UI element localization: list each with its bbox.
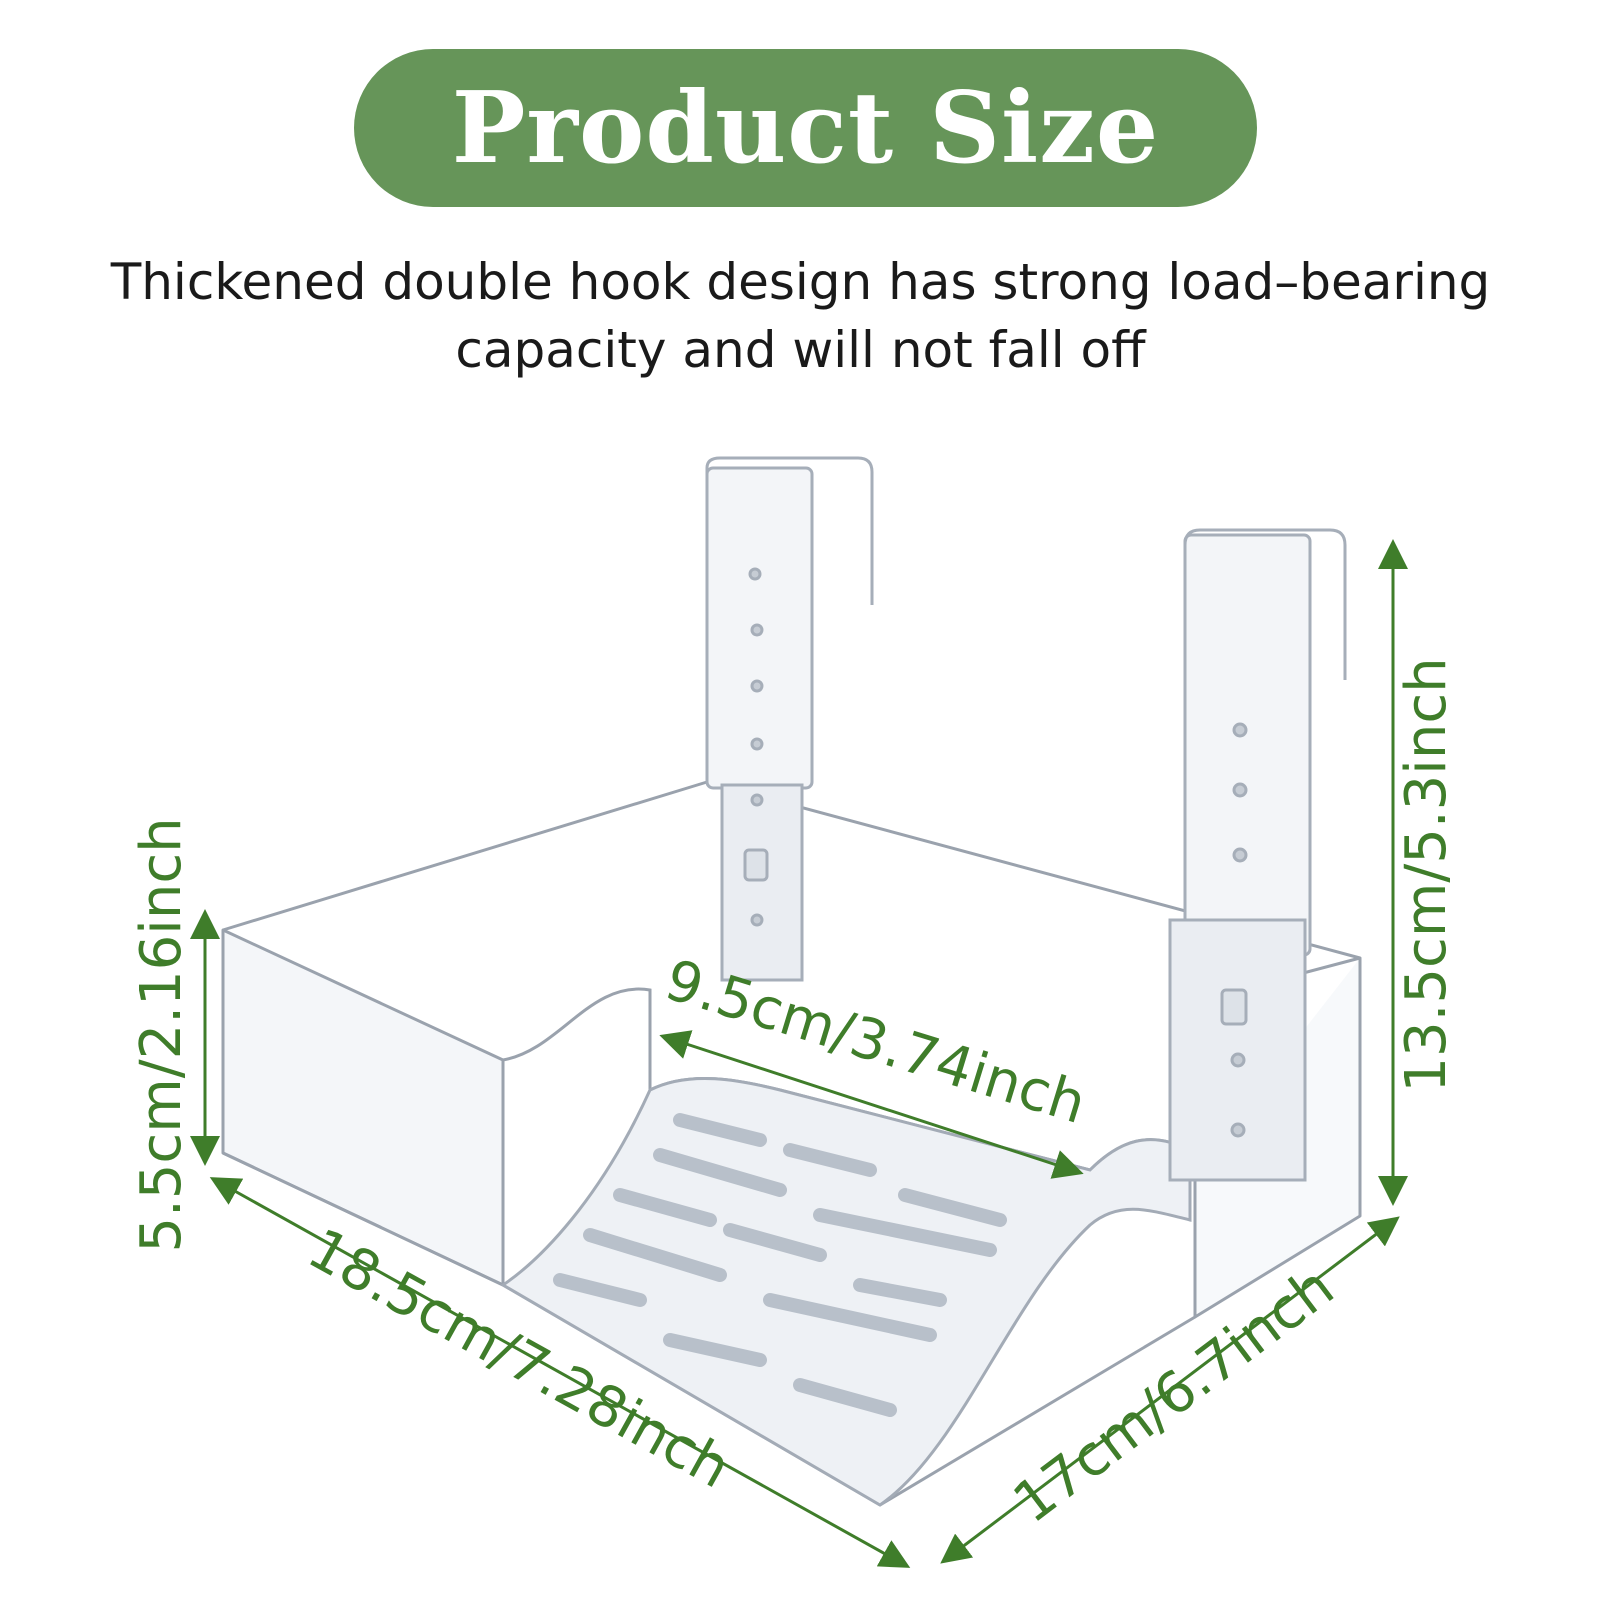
left-hook xyxy=(705,456,874,982)
page-title: Product Size xyxy=(451,70,1160,186)
depth-side-label: 17cm/6.7inch xyxy=(1002,1254,1346,1536)
dimension-lines xyxy=(190,539,1408,1568)
ramp-width-arrow xyxy=(659,1030,1084,1179)
height-right-label: 13.5cm/5.3inch xyxy=(1394,657,1459,1092)
title-banner: Product Size xyxy=(354,49,1257,207)
right-hook xyxy=(1168,528,1347,1182)
depth-side-arrow xyxy=(940,1216,1400,1564)
description-line-1: Thickened double hook design has strong … xyxy=(110,253,1491,311)
description-line-2: capacity and will not fall off xyxy=(455,321,1146,379)
product-description: Thickened double hook design has strong … xyxy=(0,248,1601,384)
height-left-label: 5.5cm/2.16inch xyxy=(129,817,194,1252)
length-front-arrow xyxy=(209,1177,911,1568)
